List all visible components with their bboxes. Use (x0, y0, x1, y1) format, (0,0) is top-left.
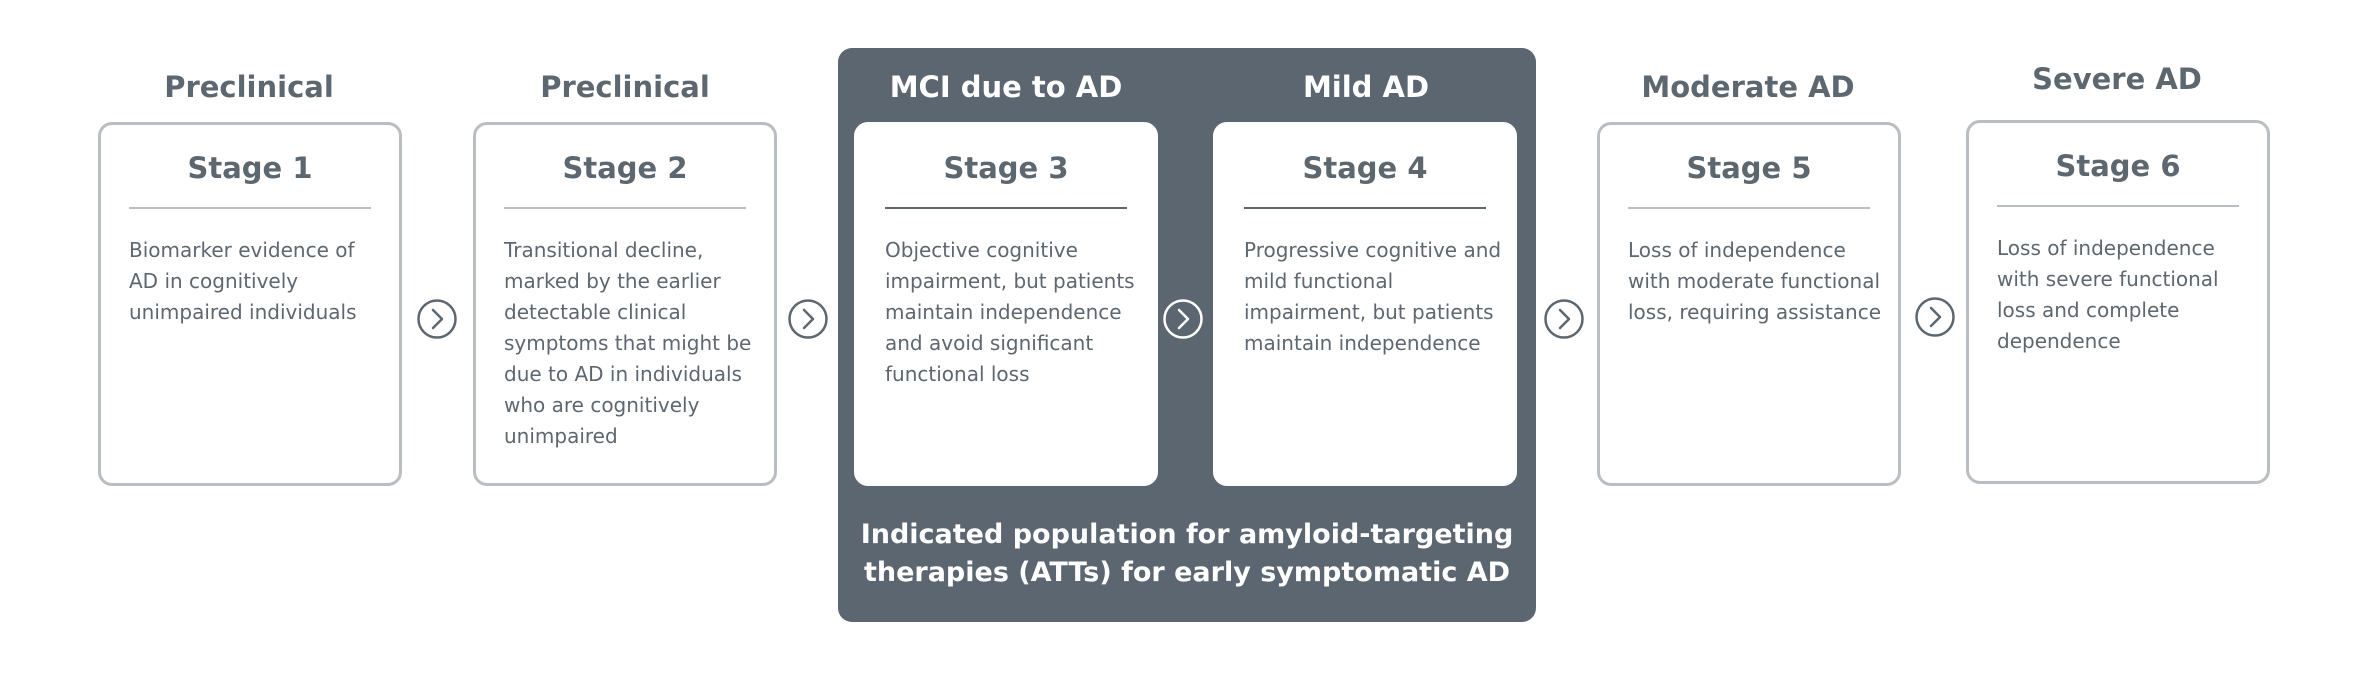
caption-line-2: therapies (ATTs) for early symptomatic A… (863, 557, 1511, 588)
stage-divider (1628, 207, 1870, 209)
stage-title: Stage 3 (943, 151, 1069, 185)
stage-divider (129, 207, 371, 209)
stage-divider (885, 207, 1127, 209)
stage-card-3: Stage 3 Objective cognitive impairment, … (854, 122, 1158, 486)
stage-title: Stage 6 (2055, 149, 2181, 183)
chevron-right-circle-icon (417, 299, 457, 339)
stage-title: Stage 1 (187, 151, 313, 185)
stage-divider (1997, 205, 2239, 207)
stage-description: Progressive cognitive and mild functiona… (1244, 238, 1502, 355)
stage-title: Stage 4 (1302, 151, 1428, 185)
stage-card-5: Stage 5 Loss of independence with modera… (1597, 122, 1901, 486)
caption-line-1: Indicated population for amyloid-targeti… (860, 519, 1514, 550)
phase-header-stage-3: MCI due to AD (889, 70, 1123, 104)
chevron-right-circle-icon (1915, 297, 1955, 337)
stage-card-6: Stage 6 Loss of independence with severe… (1966, 120, 2270, 484)
stage-description: Loss of independence with severe functio… (1997, 236, 2219, 353)
stage-title: Stage 5 (1686, 151, 1812, 185)
phase-header-stage-2: Preclinical (540, 70, 710, 104)
stage-card-4: Stage 4 Progressive cognitive and mild f… (1213, 122, 1517, 486)
stage-divider (1244, 207, 1486, 209)
phase-header-stage-6: Severe AD (2032, 62, 2202, 96)
indicated-population-caption: Indicated population for amyloid-targeti… (838, 516, 1536, 592)
stage-divider (504, 207, 746, 209)
stage-card-1: Stage 1 Biomarker evidence of AD in cogn… (98, 122, 402, 486)
stage-card-2: Stage 2 Transitional decline, marked by … (473, 122, 777, 486)
phase-header-stage-5: Moderate AD (1641, 70, 1855, 104)
stage-description: Biomarker evidence of AD in cognitively … (129, 238, 357, 324)
chevron-right-circle-icon (1163, 299, 1203, 339)
stage-description: Loss of independence with moderate funct… (1628, 238, 1882, 324)
phase-header-stage-1: Preclinical (164, 70, 334, 104)
stage-description: Transitional decline, marked by the earl… (504, 238, 752, 448)
chevron-right-circle-icon (788, 299, 828, 339)
chevron-right-circle-icon (1544, 299, 1584, 339)
stage-description: Objective cognitive impairment, but pati… (885, 238, 1135, 386)
phase-header-stage-4: Mild AD (1302, 70, 1430, 104)
stage-title: Stage 2 (562, 151, 688, 185)
